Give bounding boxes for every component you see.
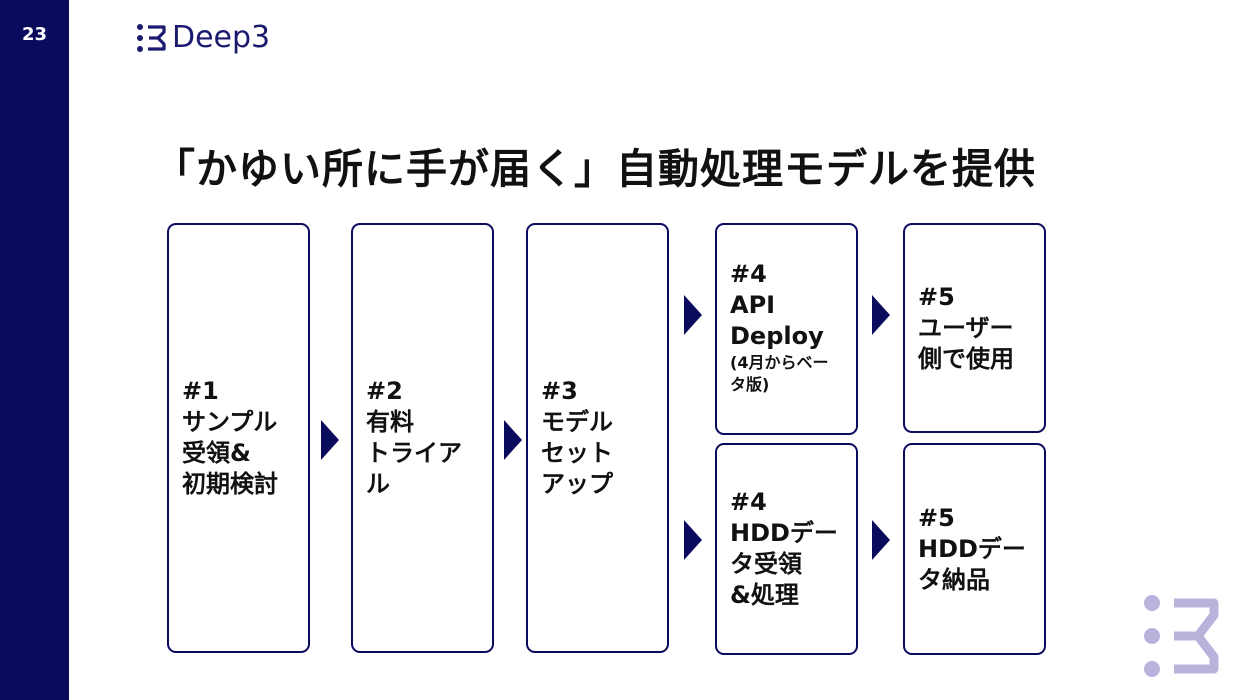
step-4-api-note: (4月からベー (730, 353, 829, 372)
step-1-line: 受領& (182, 439, 251, 467)
step-4-api-line: API (730, 291, 776, 319)
step-3-line: モデル (541, 408, 613, 436)
step-4-api-text: #4 API Deploy (4月からベー タ版) (730, 259, 828, 396)
step-3-line: #3 (541, 377, 578, 405)
step-3-line: アップ (541, 470, 613, 498)
step-4-hdd-line: #4 (730, 488, 767, 516)
step-5-user-line: #5 (918, 282, 955, 311)
step-5-user-text: #5 ユーザー 側で使用 (918, 282, 1014, 375)
arrow-right-icon (684, 295, 702, 335)
step-4-hdd-line: タ受領 (730, 550, 802, 578)
step-5-hdd-text: #5 HDDデー タ納品 (918, 503, 1026, 596)
deep3-logo-icon (137, 24, 166, 52)
arrow-right-icon (504, 420, 522, 460)
step-4-hdd-line: HDDデー (730, 519, 838, 547)
step-3-text: #3 モデル セット アップ (541, 376, 613, 500)
step-4-api-line: #4 (730, 260, 767, 288)
arrow-right-icon (872, 520, 890, 560)
step-3-line: セット (541, 439, 613, 467)
step-5-user-line: 側で使用 (918, 344, 1014, 373)
step-3-card: #3 モデル セット アップ (526, 223, 669, 653)
step-5-hdd-line: タ納品 (918, 565, 990, 594)
logo-text: Deep3 (172, 20, 271, 55)
arrow-right-icon (321, 420, 339, 460)
page-title: 「かゆい所に手が届く」自動処理モデルを提供 (154, 145, 1036, 193)
page-number: 23 (21, 24, 48, 45)
sidebar: 23 (0, 0, 69, 700)
step-1-card: #1 サンプル 受領& 初期検討 (167, 223, 310, 653)
step-4-hdd-line: &処理 (730, 581, 799, 609)
arrow-right-icon (872, 295, 890, 335)
step-4-api-line: Deploy (730, 322, 824, 350)
step-2-line: #2 (366, 377, 403, 405)
step-5-user-line: ユーザー (918, 313, 1014, 342)
step-4-hdd-text: #4 HDDデー タ受領 &処理 (730, 487, 838, 611)
step-2-line: ル (366, 470, 390, 498)
step-4-hdd-card: #4 HDDデー タ受領 &処理 (715, 443, 858, 655)
step-1-line: #1 (182, 377, 219, 405)
step-2-line: 有料 (366, 408, 414, 436)
deep3-watermark-icon (1144, 595, 1219, 677)
step-1-line: 初期検討 (182, 470, 278, 498)
step-2-line: トライア (366, 439, 462, 467)
step-5-hdd-line: HDDデー (918, 534, 1026, 563)
step-5-user-card: #5 ユーザー 側で使用 (903, 223, 1046, 433)
step-1-text: #1 サンプル 受領& 初期検討 (182, 376, 278, 500)
step-5-hdd-card: #5 HDDデー タ納品 (903, 443, 1046, 655)
step-2-card: #2 有料 トライア ル (351, 223, 494, 653)
step-5-hdd-line: #5 (918, 503, 955, 532)
step-4-api-card: #4 API Deploy (4月からベー タ版) (715, 223, 858, 435)
step-2-text: #2 有料 トライア ル (366, 376, 462, 500)
logo: Deep3 (136, 20, 270, 56)
arrow-right-icon (684, 520, 702, 560)
step-4-api-note: タ版) (730, 375, 770, 394)
step-1-line: サンプル (182, 408, 278, 436)
